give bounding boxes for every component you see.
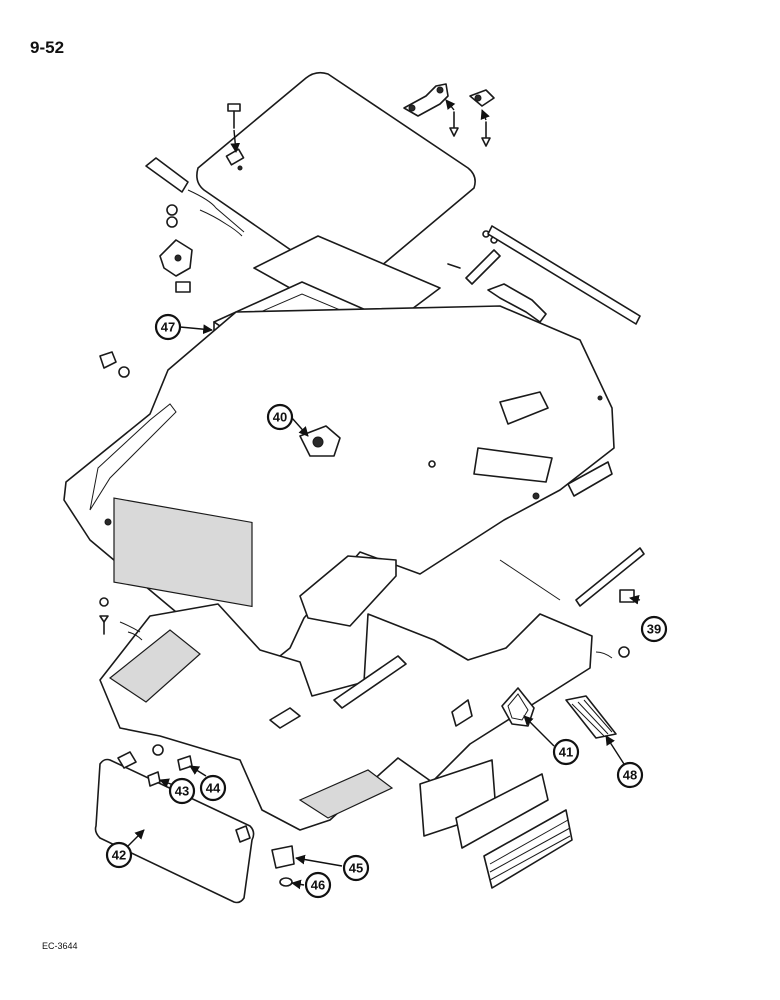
svg-text:41: 41 [559, 745, 573, 760]
sun-visor [94, 751, 255, 904]
drawing-code: EC-3644 [42, 941, 78, 951]
headliner [99, 559, 613, 831]
callout-48: 48 [605, 735, 644, 789]
gas-strut [447, 225, 641, 325]
svg-text:43: 43 [175, 784, 189, 799]
svg-text:47: 47 [161, 320, 175, 335]
callout-46: 46 [291, 871, 332, 899]
svg-text:39: 39 [647, 622, 661, 637]
roof-shell [63, 305, 615, 673]
callout-44: 44 [189, 765, 227, 802]
callout-42: 42 [105, 829, 145, 869]
svg-text:46: 46 [311, 878, 325, 893]
hatch-latch [299, 425, 341, 457]
roof-bolts [99, 351, 603, 468]
callout-43: 43 [159, 777, 196, 805]
svg-text:42: 42 [112, 848, 126, 863]
page-number: 9-52 [30, 38, 65, 57]
hinge-assembly [145, 157, 245, 293]
callout-41: 41 [523, 715, 580, 766]
callout-45: 45 [295, 854, 370, 882]
lid-handle [403, 83, 495, 147]
headliner-screws [99, 597, 141, 635]
callout-47: 47 [154, 313, 213, 341]
callout-39: 39 [629, 594, 668, 643]
storage-panels [419, 759, 573, 889]
vent-grille [565, 695, 617, 739]
callout-40: 40 [266, 403, 309, 437]
svg-text:44: 44 [206, 781, 221, 796]
svg-text:48: 48 [623, 768, 637, 783]
lid-bolt [227, 103, 241, 153]
svg-text:40: 40 [273, 410, 287, 425]
svg-text:45: 45 [349, 861, 363, 876]
visor-fasteners [147, 744, 295, 887]
roof-strip [575, 547, 645, 658]
